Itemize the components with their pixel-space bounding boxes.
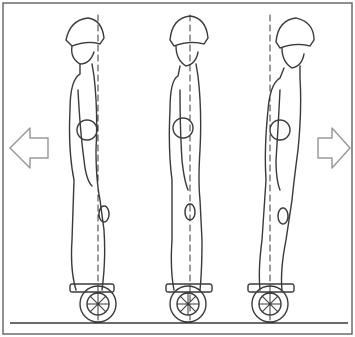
face — [72, 46, 94, 64]
helmet — [66, 18, 104, 46]
wheel-spokes — [87, 293, 109, 315]
figure-lean-forward — [248, 15, 314, 322]
back-outline — [259, 68, 284, 290]
arm — [180, 90, 188, 190]
left-arrow-icon — [10, 128, 48, 168]
knee — [278, 208, 288, 224]
elbow-joint — [270, 120, 290, 140]
figure-lean-backward — [66, 15, 116, 322]
face — [282, 48, 304, 68]
face — [176, 46, 198, 66]
helmet — [276, 18, 314, 48]
wheel-spokes — [177, 293, 199, 315]
knee — [99, 206, 109, 222]
right-arrow-icon — [318, 128, 350, 168]
wheel-spokes — [259, 293, 281, 315]
elbow-joint — [77, 120, 97, 140]
back-outline — [169, 66, 180, 290]
figure-upright — [166, 15, 212, 322]
front-outline — [282, 66, 301, 290]
board — [248, 284, 294, 292]
helmet — [170, 16, 208, 46]
front-outline — [196, 64, 202, 290]
